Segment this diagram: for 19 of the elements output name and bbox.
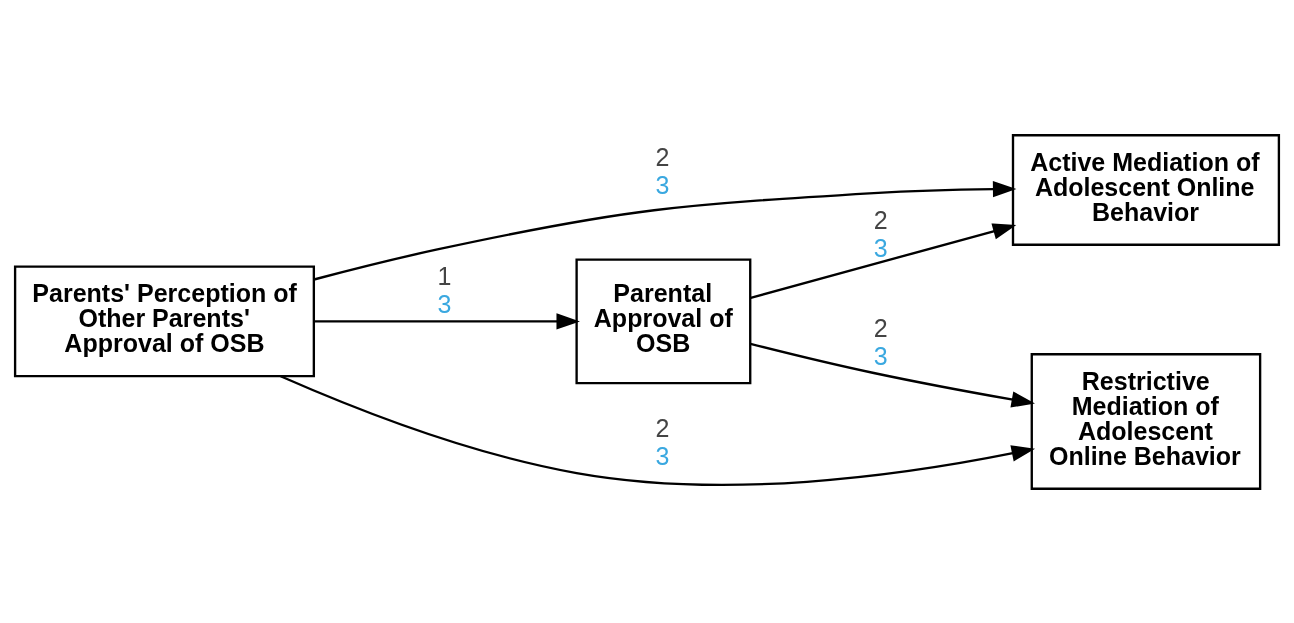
edge-label: 1 (437, 261, 452, 290)
edge-label: 3 (655, 441, 670, 470)
edge-label: 2 (655, 142, 670, 171)
arrow (750, 222, 1017, 299)
edge-label: 2 (655, 413, 670, 442)
edge-label: 3 (437, 289, 452, 318)
node-box: Active Mediation of Adolescent Online Behavior (1011, 133, 1281, 246)
arrow (750, 342, 1035, 408)
arrow (280, 374, 1036, 486)
edge-label: 3 (873, 341, 888, 370)
edge-label: 2 (873, 205, 888, 234)
edge-label: 3 (873, 233, 888, 262)
node-box: Parents' Perception of Other Parents' Approval of OSB (13, 264, 316, 377)
arrow (313, 180, 1017, 281)
edge-label: 2 (873, 313, 888, 342)
edge-label: 3 (655, 170, 670, 199)
arrow (314, 312, 580, 330)
node-box: Parental Approval of OSB (575, 257, 752, 384)
node-box: Restrictive Mediation of Adolescent Online Behavior (1030, 352, 1262, 490)
